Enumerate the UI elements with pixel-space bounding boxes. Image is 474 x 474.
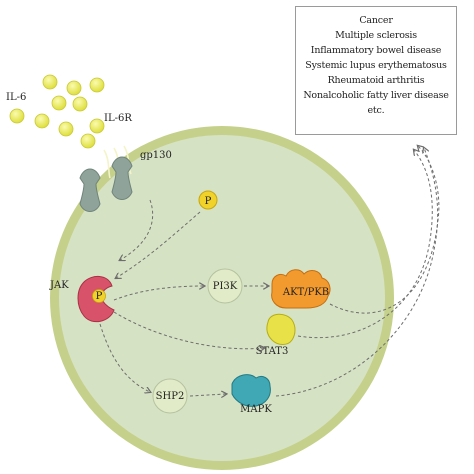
stat3-protein <box>266 313 296 345</box>
disease-item: Inflammatory bowel disease <box>310 45 442 56</box>
arrow-mapk-to-diseases <box>275 148 439 397</box>
arrow-gp130-to-jak <box>120 199 154 260</box>
il6-ball <box>72 96 88 112</box>
pi3k-label: PI3K <box>213 281 238 292</box>
mapk-label: MAPK <box>240 404 272 415</box>
phosphate-free-label: P <box>205 196 212 207</box>
arrow-jak-to-pi3k <box>113 286 204 301</box>
arrow-jak-to-shp2 <box>99 323 150 392</box>
arrow-jak-to-stat3 <box>113 311 264 349</box>
signal-arrows <box>99 146 440 397</box>
disease-item: etc. <box>367 105 385 116</box>
il6-ball <box>58 121 74 137</box>
disease-list-box: Cancer Multiple sclerosis Inflammatory b… <box>295 6 457 135</box>
gp130-receptor <box>79 145 133 212</box>
akt-label: AKT/PKB <box>282 287 329 298</box>
arrow-phosphate-to-jak <box>116 211 201 278</box>
disease-item: Systemic lupus erythematosus <box>305 60 447 71</box>
shp2-label: SHP2 <box>156 391 185 402</box>
il6-ball <box>89 118 105 134</box>
il6r-label: IL-6R <box>104 113 132 124</box>
il6-ball <box>9 108 25 124</box>
disease-item: Multiple sclerosis <box>335 30 417 41</box>
jak-label: JAK <box>49 280 69 291</box>
disease-item: Rheumatoid arthritis <box>327 75 425 86</box>
gp130-label: gp130 <box>140 150 172 161</box>
il6-ball <box>42 74 58 90</box>
il6-ball <box>51 95 67 111</box>
arrow-stat3-to-diseases <box>297 150 433 339</box>
il6-ball <box>66 80 82 96</box>
il6-cytokine-cluster <box>9 74 105 149</box>
phosphate-on-jak <box>92 289 106 303</box>
il6-ball <box>89 77 105 93</box>
akt-protein <box>271 269 331 309</box>
arrow-shp2-to-mapk <box>189 394 226 396</box>
shp2-node <box>152 378 188 414</box>
il6-ball <box>34 113 50 129</box>
disease-item: Cancer <box>359 15 393 26</box>
il6-ball <box>80 133 96 149</box>
disease-item: Nonalcoholic fatty liver disease <box>303 90 449 101</box>
phosphate-on-jak-label: P <box>96 291 103 302</box>
phosphate-free <box>198 190 218 210</box>
mapk-protein <box>231 374 271 407</box>
pi3k-node <box>207 268 243 304</box>
stat3-label: STAT3 <box>256 346 289 357</box>
arrow-akt-to-diseases <box>329 146 440 314</box>
il6-label: IL-6 <box>6 92 26 103</box>
